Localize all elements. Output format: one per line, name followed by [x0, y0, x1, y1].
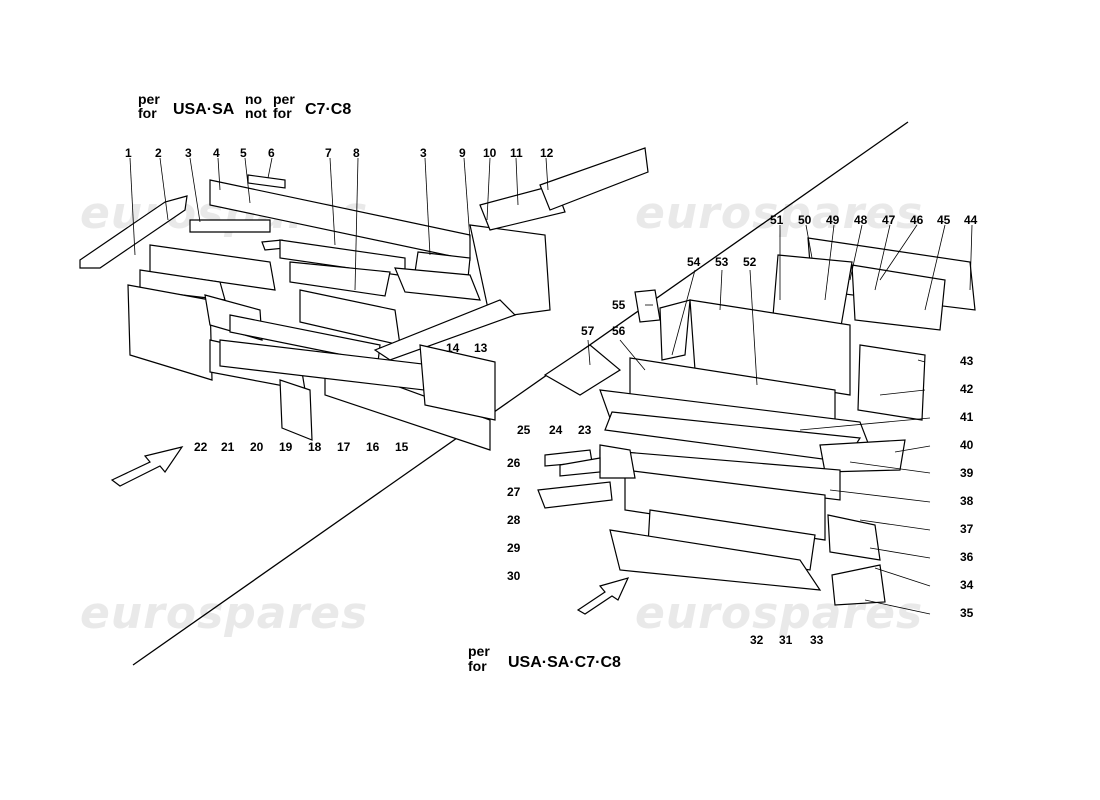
callout-41: 41: [960, 410, 974, 424]
svg-text:for: for: [138, 105, 157, 121]
svg-text:C7·C8: C7·C8: [305, 101, 351, 118]
callout-21: 21: [221, 440, 235, 454]
callout-39: 39: [960, 466, 974, 480]
callout-33: 33: [810, 633, 824, 647]
note-top-left: per for USA·SA no not per for C7·C8: [138, 91, 351, 121]
callout-24: 24: [549, 423, 563, 437]
callout-4: 4: [213, 146, 220, 160]
callout-18: 18: [308, 440, 322, 454]
note-bottom: per for USA·SA·C7·C8: [468, 643, 621, 674]
callout-30: 30: [507, 569, 521, 583]
callout-37: 37: [960, 522, 974, 536]
callout-1: 1: [125, 146, 132, 160]
callout-51: 51: [770, 213, 784, 227]
svg-text:per: per: [273, 91, 295, 107]
callout-2: 2: [155, 146, 162, 160]
watermark-top-right: eurospares: [635, 188, 923, 239]
direction-arrow-left: [110, 446, 184, 487]
callout-50: 50: [798, 213, 812, 227]
callout-52: 52: [743, 255, 757, 269]
callout-7: 7: [325, 146, 332, 160]
callout-23: 23: [578, 423, 592, 437]
callout-48: 48: [854, 213, 868, 227]
svg-text:for: for: [273, 105, 292, 121]
callout-36: 36: [960, 550, 974, 564]
svg-text:per: per: [468, 643, 490, 659]
svg-text:no: no: [245, 91, 262, 107]
callout-14: 14: [446, 341, 460, 355]
callout-5: 5: [240, 146, 247, 160]
callout-56: 56: [612, 324, 626, 338]
callout-54: 54: [687, 255, 701, 269]
callout-16: 16: [366, 440, 380, 454]
callout-43: 43: [960, 354, 974, 368]
callout-57: 57: [581, 324, 595, 338]
callout-53: 53: [715, 255, 729, 269]
callout-3: 3: [185, 146, 192, 160]
svg-text:per: per: [138, 91, 160, 107]
callout-labels: 1 2 3 4 5 6 7 8 3 9 10 11 12 13 14 15 16…: [125, 146, 978, 647]
callout-3b: 3: [420, 146, 427, 160]
direction-arrow-bottom: [576, 577, 630, 615]
callout-19: 19: [279, 440, 293, 454]
callout-55: 55: [612, 298, 626, 312]
callout-44: 44: [964, 213, 978, 227]
callout-26: 26: [507, 456, 521, 470]
callout-31: 31: [779, 633, 793, 647]
callout-25: 25: [517, 423, 531, 437]
callout-35: 35: [960, 606, 974, 620]
callout-10: 10: [483, 146, 497, 160]
leader-lines: [129, 157, 973, 615]
callout-9: 9: [459, 146, 466, 160]
callout-47: 47: [882, 213, 896, 227]
callout-45: 45: [937, 213, 951, 227]
callout-8: 8: [353, 146, 360, 160]
callout-27: 27: [507, 485, 521, 499]
callout-22: 22: [194, 440, 208, 454]
callout-38: 38: [960, 494, 974, 508]
callout-42: 42: [960, 382, 974, 396]
callout-20: 20: [250, 440, 264, 454]
svg-text:not: not: [245, 105, 267, 121]
callout-49: 49: [826, 213, 840, 227]
svg-text:for: for: [468, 658, 487, 674]
callout-15: 15: [395, 440, 409, 454]
callout-12: 12: [540, 146, 554, 160]
callout-13: 13: [474, 341, 488, 355]
callout-40: 40: [960, 438, 974, 452]
callout-29: 29: [507, 541, 521, 555]
watermark-bottom-left: eurospares: [80, 588, 368, 639]
callout-17: 17: [337, 440, 351, 454]
callout-28: 28: [507, 513, 521, 527]
svg-text:USA·SA·C7·C8: USA·SA·C7·C8: [508, 654, 621, 671]
callout-6: 6: [268, 146, 275, 160]
callout-34: 34: [960, 578, 974, 592]
callout-46: 46: [910, 213, 924, 227]
svg-text:USA·SA: USA·SA: [173, 101, 235, 118]
right-parts: [537, 237, 976, 606]
callout-32: 32: [750, 633, 764, 647]
callout-11: 11: [510, 146, 523, 160]
section-divider: [132, 121, 909, 666]
